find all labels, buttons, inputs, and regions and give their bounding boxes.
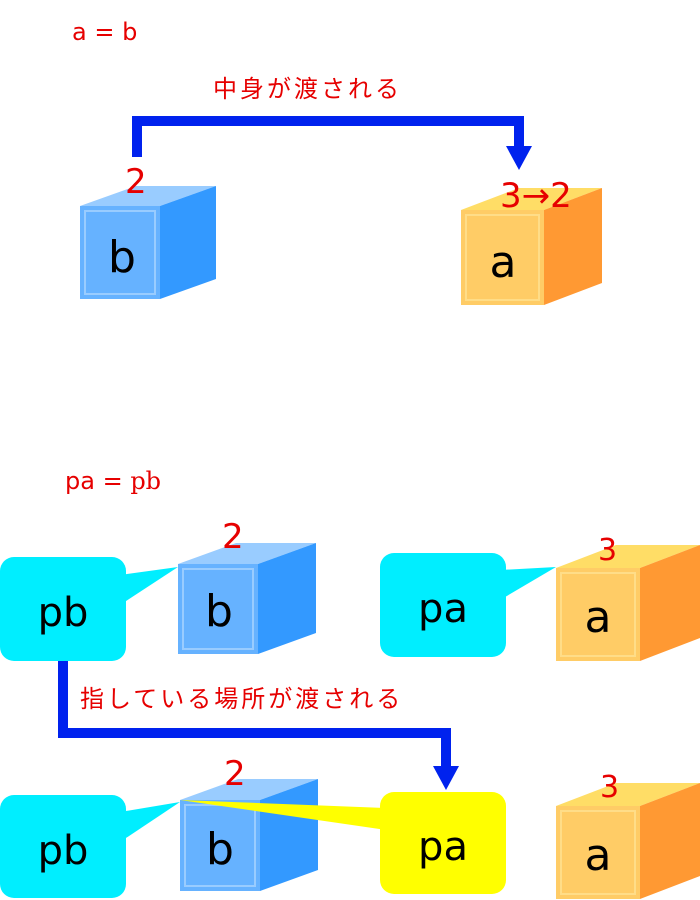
code-pa-equals-pb: pa = pb — [65, 467, 161, 495]
pointer-pa-before: pa — [380, 553, 556, 657]
cube-a-before-value: 3 — [598, 533, 617, 568]
cube-b-before-value: 2 — [222, 517, 244, 557]
pointer-pb-before-label: pb — [38, 590, 89, 636]
pointer-pb-before: pb — [0, 557, 178, 661]
cube-b: b — [80, 186, 216, 299]
cube-a: a — [461, 188, 602, 305]
arrow-label-contents-passed: 中身が渡される — [213, 75, 402, 103]
cube-b-after-value: 2 — [224, 754, 246, 794]
pointer-pa-after-label: pa — [418, 824, 468, 870]
cube-a-before: a — [556, 545, 700, 661]
cube-b-before: b — [178, 543, 316, 654]
cube-a-before-label: a — [585, 592, 612, 643]
cube-b-after: b — [180, 779, 318, 891]
pointer-pa-before-label: pa — [418, 586, 468, 632]
cube-a-after: a — [556, 783, 700, 899]
cube-b-label: b — [108, 232, 136, 283]
arrow-label-address-passed: 指している場所が渡される — [80, 685, 403, 713]
cube-a-after-value: 3 — [600, 770, 619, 805]
arrow-b-to-a — [132, 116, 532, 170]
pointer-pb-after: pb — [0, 795, 180, 898]
cube-a-value: 3→2 — [500, 176, 572, 216]
cube-a-label: a — [490, 237, 517, 288]
cube-b-value: 2 — [125, 162, 147, 202]
arrow-pb-to-pa — [58, 661, 459, 790]
cube-b-after-label: b — [206, 824, 234, 875]
cube-b-before-label: b — [205, 586, 233, 637]
pointer-pa-after: pa — [180, 792, 506, 894]
pointer-pb-after-label: pb — [38, 828, 89, 874]
cube-a-after-label: a — [585, 830, 612, 881]
code-a-equals-b: a = b — [72, 18, 137, 46]
